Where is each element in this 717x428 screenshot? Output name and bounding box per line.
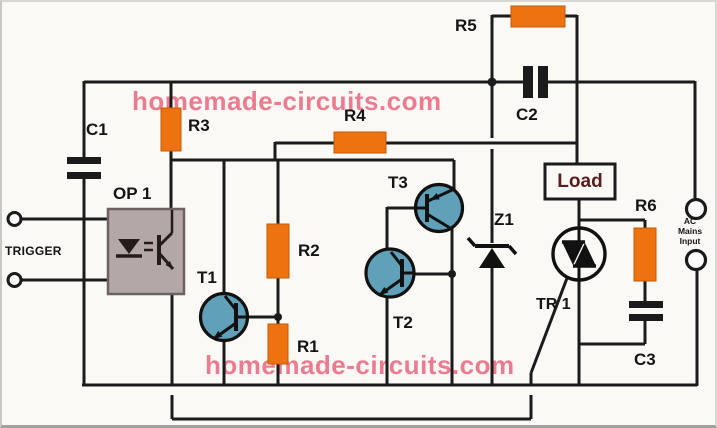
label-load: Load bbox=[557, 170, 603, 192]
label-r5: R5 bbox=[455, 16, 477, 35]
label-t2: T2 bbox=[393, 313, 413, 332]
zener-z1 bbox=[466, 236, 518, 268]
terminals bbox=[6, 197, 708, 288]
resistor-r3 bbox=[160, 107, 182, 152]
resistor-r6 bbox=[633, 227, 657, 282]
label-t3: T3 bbox=[388, 173, 408, 192]
ac-line-3: Input bbox=[679, 236, 701, 246]
ac-line-2: Mains bbox=[677, 226, 703, 236]
trigger-terminal-top bbox=[6, 211, 23, 227]
label-op1: OP 1 bbox=[113, 184, 152, 203]
label-tr1: TR 1 bbox=[536, 296, 571, 313]
triac-tr1 bbox=[551, 226, 607, 282]
watermark-bottom: homemade-circuits.com bbox=[205, 350, 515, 380]
resistor-r4 bbox=[333, 131, 387, 154]
resistor-r5 bbox=[510, 5, 566, 28]
label-c1: C1 bbox=[86, 120, 108, 139]
resistor-r2 bbox=[266, 223, 290, 279]
watermark-top: homemade-circuits.com bbox=[132, 86, 442, 116]
label-r3: R3 bbox=[188, 116, 210, 135]
ac-terminal-bottom bbox=[684, 248, 708, 272]
label-c2: C2 bbox=[516, 105, 538, 124]
ac-terminal-top bbox=[684, 197, 708, 221]
resistor-r1 bbox=[267, 323, 289, 365]
label-ac-mains-input: AC Mains Input bbox=[670, 216, 710, 246]
trigger-terminal-bottom bbox=[6, 272, 23, 288]
junction-dots bbox=[274, 77, 497, 321]
label-r2: R2 bbox=[298, 241, 320, 260]
opto-led-icon bbox=[116, 239, 153, 258]
capacitor-c1 bbox=[67, 157, 101, 179]
ac-line-1: AC bbox=[683, 216, 697, 226]
label-z1: Z1 bbox=[494, 210, 514, 229]
transistor-t2 bbox=[364, 247, 416, 299]
wiring bbox=[21, 14, 699, 421]
load-box bbox=[543, 162, 617, 201]
label-r4: R4 bbox=[344, 106, 366, 125]
transistor-t1 bbox=[198, 291, 250, 343]
label-r1: R1 bbox=[297, 337, 319, 356]
label-r6: R6 bbox=[635, 196, 657, 215]
capacitor-c3 bbox=[629, 301, 663, 321]
transistor-t3 bbox=[413, 182, 465, 234]
optocoupler-op1 bbox=[106, 207, 186, 296]
opto-phototransistor-icon bbox=[157, 210, 175, 270]
capacitor-c2 bbox=[523, 66, 548, 98]
resistors bbox=[160, 5, 657, 365]
label-t1: T1 bbox=[197, 268, 217, 287]
label-trigger: TRIGGER bbox=[5, 244, 62, 258]
label-c3: C3 bbox=[634, 350, 656, 369]
